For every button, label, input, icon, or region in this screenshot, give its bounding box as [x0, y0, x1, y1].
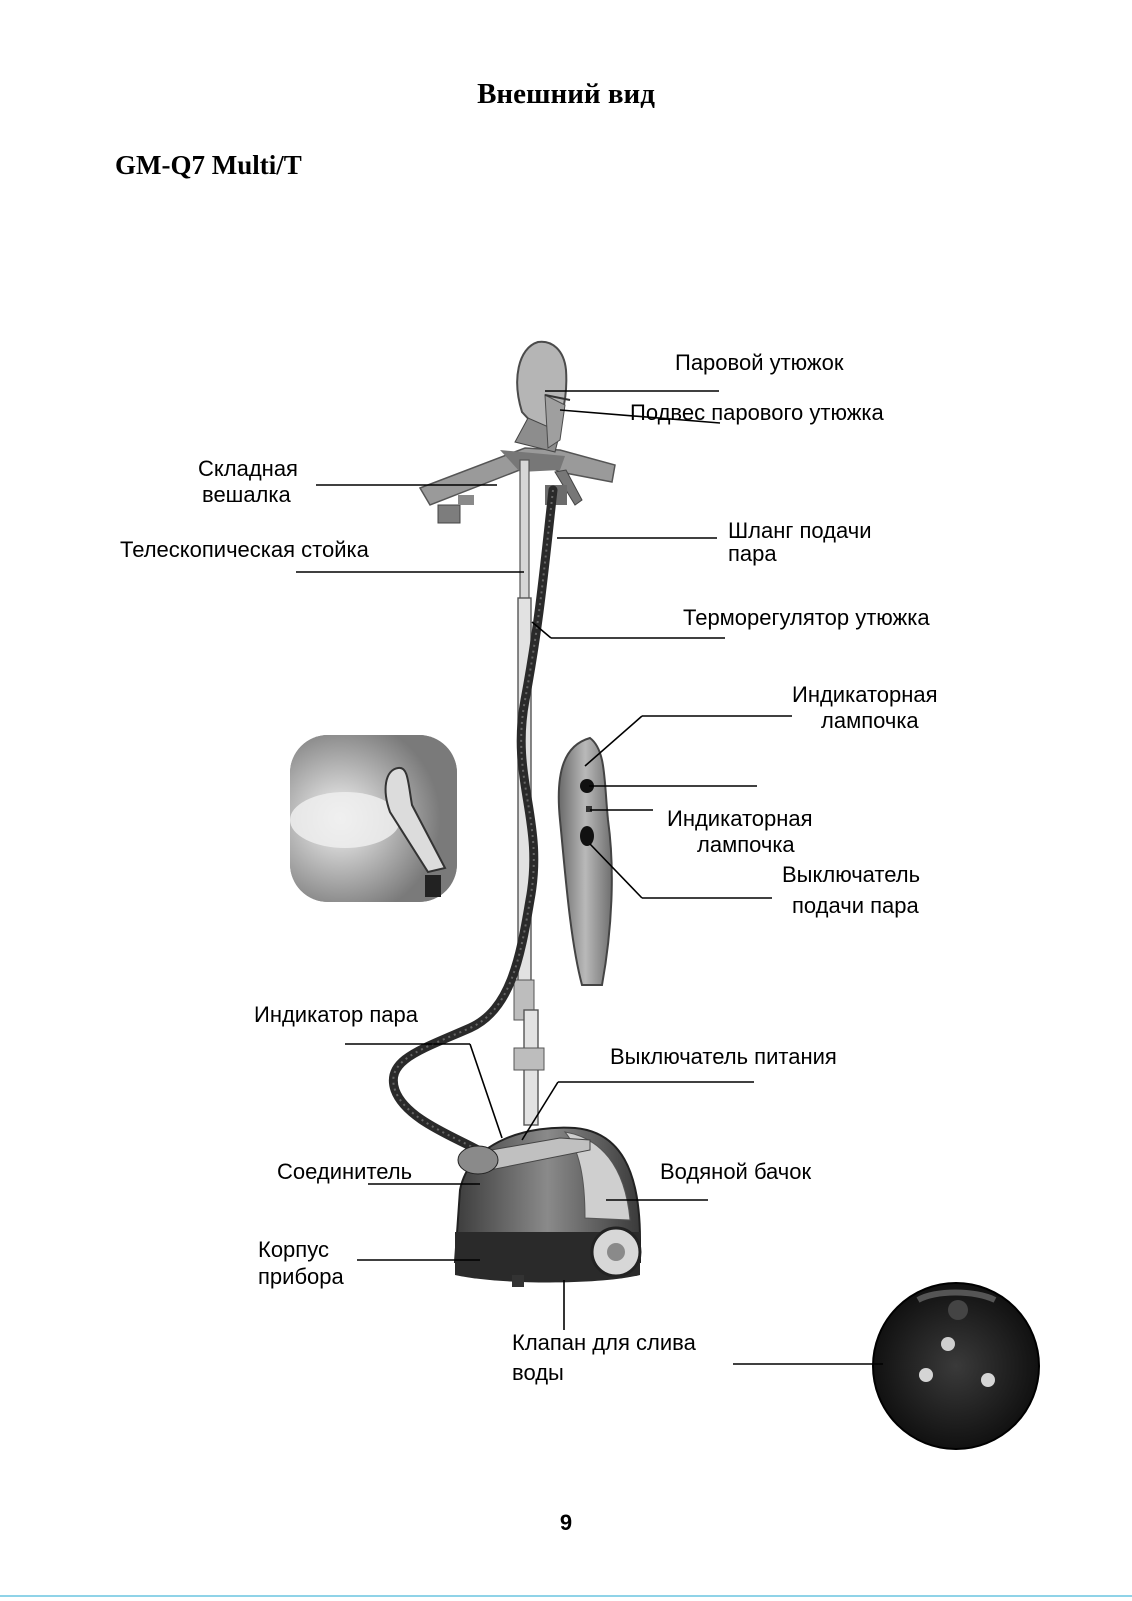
label-steam-hose-line2: пара [728, 541, 777, 566]
bottom-rule [0, 1595, 1132, 1597]
label-body-line2: прибора [258, 1264, 344, 1289]
label-steam-iron: Паровой утюжок [675, 350, 844, 375]
drain-valve-photo-inset [872, 1282, 1040, 1450]
label-power-switch: Выключатель питания [610, 1044, 837, 1069]
label-folding-hanger-line1: Складная [198, 456, 298, 481]
label-connector: Соединитель [277, 1159, 413, 1184]
steamer-base-illustration [453, 1126, 642, 1287]
label-body-line1: Корпус [258, 1237, 329, 1262]
label-drain-valve-line2: воды [512, 1360, 564, 1385]
label-steam-switch-line1: Выключатель [782, 862, 921, 887]
label-telescopic-pole: Телескопическая стойка [120, 537, 369, 562]
label-steam-indicator: Индикатор пара [254, 1002, 418, 1027]
leader-lines [296, 390, 883, 1365]
steam-iron-head-illustration [514, 340, 571, 453]
page-title: Внешний вид [477, 78, 655, 110]
label-drain-valve-line1: Клапан для слива [512, 1330, 696, 1355]
label-iron-hanger: Подвес парового утюжка [630, 400, 884, 425]
label-steam-hose-line1: Шланг подачи [728, 518, 872, 543]
iron-handle-illustration [557, 736, 613, 986]
page-number: 9 [559, 1510, 573, 1535]
folding-hanger-illustration [418, 447, 616, 524]
label-iron-thermostat: Терморегулятор утюжка [683, 605, 930, 630]
label-folding-hanger-line2: вешалка [202, 482, 291, 507]
label-indicator-lamp-1-line2: лампочка [821, 708, 919, 733]
label-indicator-lamp-1-line1: Индикаторная [792, 682, 938, 707]
label-steam-switch-line2: подачи пара [792, 893, 919, 918]
telescopic-pole-illustration [513, 459, 545, 1126]
steam-photo-inset [290, 735, 457, 902]
label-indicator-lamp-2-line1: Индикаторная [667, 806, 813, 831]
label-indicator-lamp-2-line2: лампочка [697, 832, 795, 857]
model-name: GM-Q7 Multi/T [115, 150, 302, 180]
label-water-tank: Водяной бачок [660, 1159, 812, 1184]
